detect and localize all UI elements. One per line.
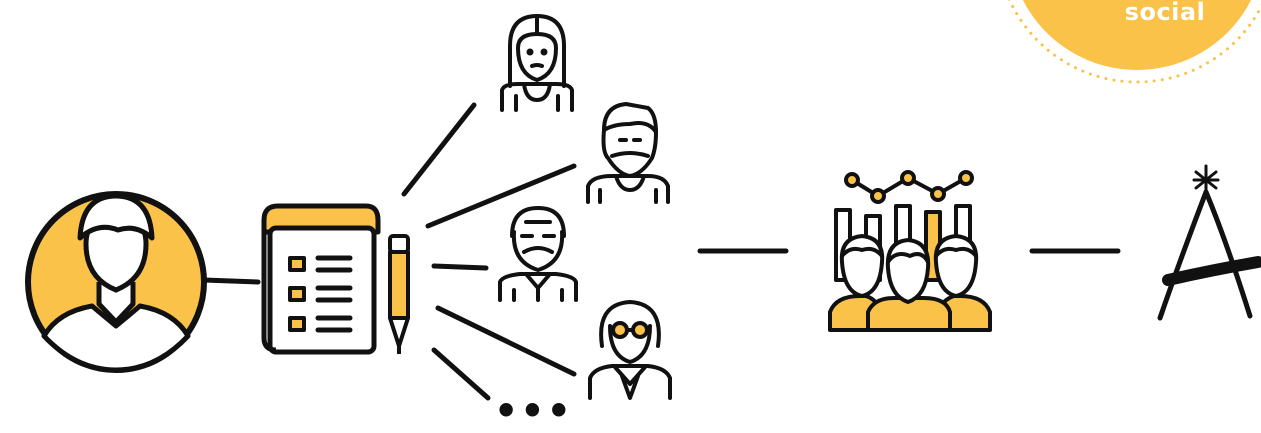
connector-survey-respondent-2 bbox=[428, 166, 574, 226]
bearded-man-icon bbox=[588, 104, 668, 202]
user-circle-icon bbox=[28, 194, 204, 370]
connector-survey-respondent-4 bbox=[438, 308, 574, 374]
pencil-icon bbox=[390, 236, 408, 354]
woman-long-hair-icon bbox=[502, 16, 572, 110]
connector-user-survey bbox=[204, 280, 258, 282]
connector-survey-respondent-1 bbox=[404, 105, 474, 194]
social-badge-label: social bbox=[1100, 0, 1230, 26]
audience-analytics-icon bbox=[830, 172, 990, 330]
connector-survey-respondent-3 bbox=[434, 266, 486, 268]
connector-survey-more bbox=[434, 350, 488, 398]
old-man-mustache-icon bbox=[500, 208, 576, 300]
survey-clipboard-icon bbox=[264, 206, 378, 352]
sketched-letter-a-icon bbox=[1160, 166, 1258, 318]
woman-glasses-icon bbox=[590, 302, 670, 398]
more-respondents-ellipsis: ••• bbox=[494, 392, 554, 430]
